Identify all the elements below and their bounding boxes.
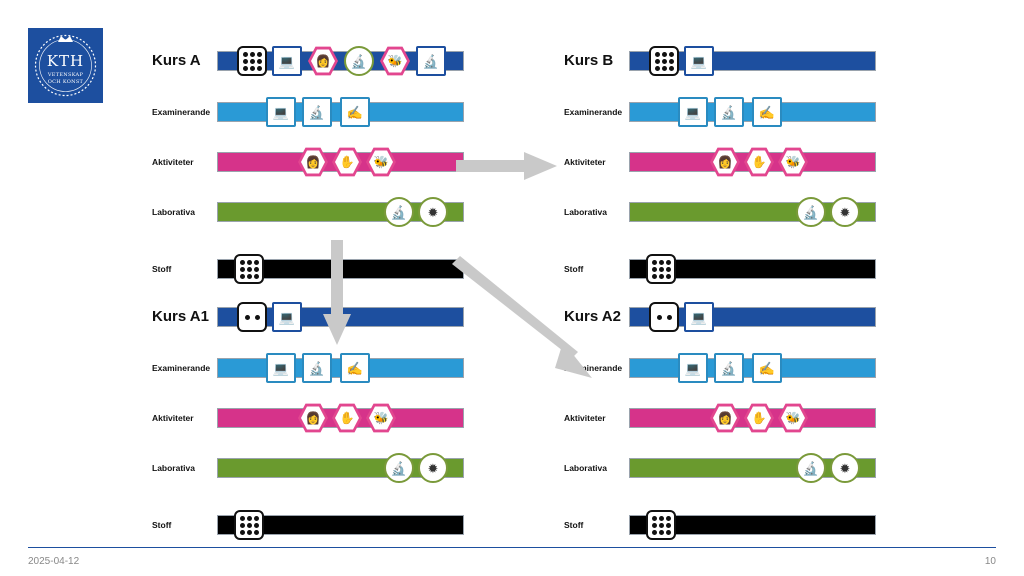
die-six-icon [646,254,676,284]
die-six-icon [234,510,264,540]
row-label-laborativa: Laborativa [152,463,195,473]
row-label-examinerande: Examinerande [152,107,211,117]
logo-text-line3: OCH KONST [47,79,84,85]
die-six-icon [646,510,676,540]
die-six-icon [649,46,679,76]
row-label-aktiviteter: Aktiviteter [564,413,606,423]
die-six-icon [234,254,264,284]
virus-icon: ✹ [418,197,448,227]
course-title: Kurs A2 [564,308,621,325]
person-icon: 👩 [308,46,338,76]
row-label-stoff: Stoff [564,264,584,274]
footer-divider [28,547,996,548]
row-label-aktiviteter: Aktiviteter [152,413,194,423]
laptop-icon: 💻 [266,97,296,127]
kth-logo: KTH VETENSKAP OCH KONST [28,28,103,103]
virus-icon: ✹ [418,453,448,483]
microscope-icon: 🔬 [796,197,826,227]
row-label-stoff: Stoff [152,264,172,274]
laptop-icon: 💻 [678,97,708,127]
logo-text-line2: VETENSKAP [47,72,84,78]
microscope-icon: 🔬 [344,46,374,76]
microscope-icon: 🔬 [302,353,332,383]
microscope-icon: 🔬 [796,453,826,483]
laptop-icon: 💻 [272,302,302,332]
microscope-icon: 🔬 [714,353,744,383]
laptop-icon: 💻 [272,46,302,76]
bar-stoff [217,515,464,535]
microscope-icon: 🔬 [416,46,446,76]
writing-hand-icon: ✍ [752,353,782,383]
arrow-diagonal [452,256,592,378]
row-label-laborativa: Laborativa [564,463,607,473]
laptop-icon: 💻 [684,46,714,76]
logo-wreath-icon [34,34,97,97]
row-label-examinerande: Examinerande [564,107,623,117]
row-label-laborativa: Laborativa [152,207,195,217]
writing-hand-icon: ✍ [340,353,370,383]
virus-icon: ✹ [830,453,860,483]
virus-icon: ✹ [830,197,860,227]
page-number: 10 [984,556,996,567]
die-two-icon [237,302,267,332]
microscope-icon: 🔬 [384,197,414,227]
microscope-icon: 🔬 [384,453,414,483]
laptop-icon: 💻 [266,353,296,383]
bar-stoff [629,259,876,279]
writing-hand-icon: ✍ [340,97,370,127]
row-label-stoff: Stoff [152,520,172,530]
die-two-icon [649,302,679,332]
course-title: Kurs A1 [152,308,209,325]
row-label-aktiviteter: Aktiviteter [564,157,606,167]
row-label-aktiviteter: Aktiviteter [152,157,194,167]
bee-icon: 🐝 [380,46,410,76]
row-label-stoff: Stoff [564,520,584,530]
arrow-down [323,240,351,345]
arrow-right [456,152,557,180]
writing-hand-icon: ✍ [752,97,782,127]
microscope-icon: 🔬 [302,97,332,127]
logo-text-kth: KTH [46,52,85,70]
laptop-icon: 💻 [684,302,714,332]
die-six-icon [237,46,267,76]
bar-stoff [629,515,876,535]
course-title: Kurs A [152,52,201,69]
row-label-examinerande: Examinerande [152,363,211,373]
laptop-icon: 💻 [678,353,708,383]
course-title: Kurs B [564,52,614,69]
row-label-laborativa: Laborativa [564,207,607,217]
row-label-examinerande: Examinerande [564,363,623,373]
footer-date: 2025-04-12 [28,556,80,567]
microscope-icon: 🔬 [714,97,744,127]
